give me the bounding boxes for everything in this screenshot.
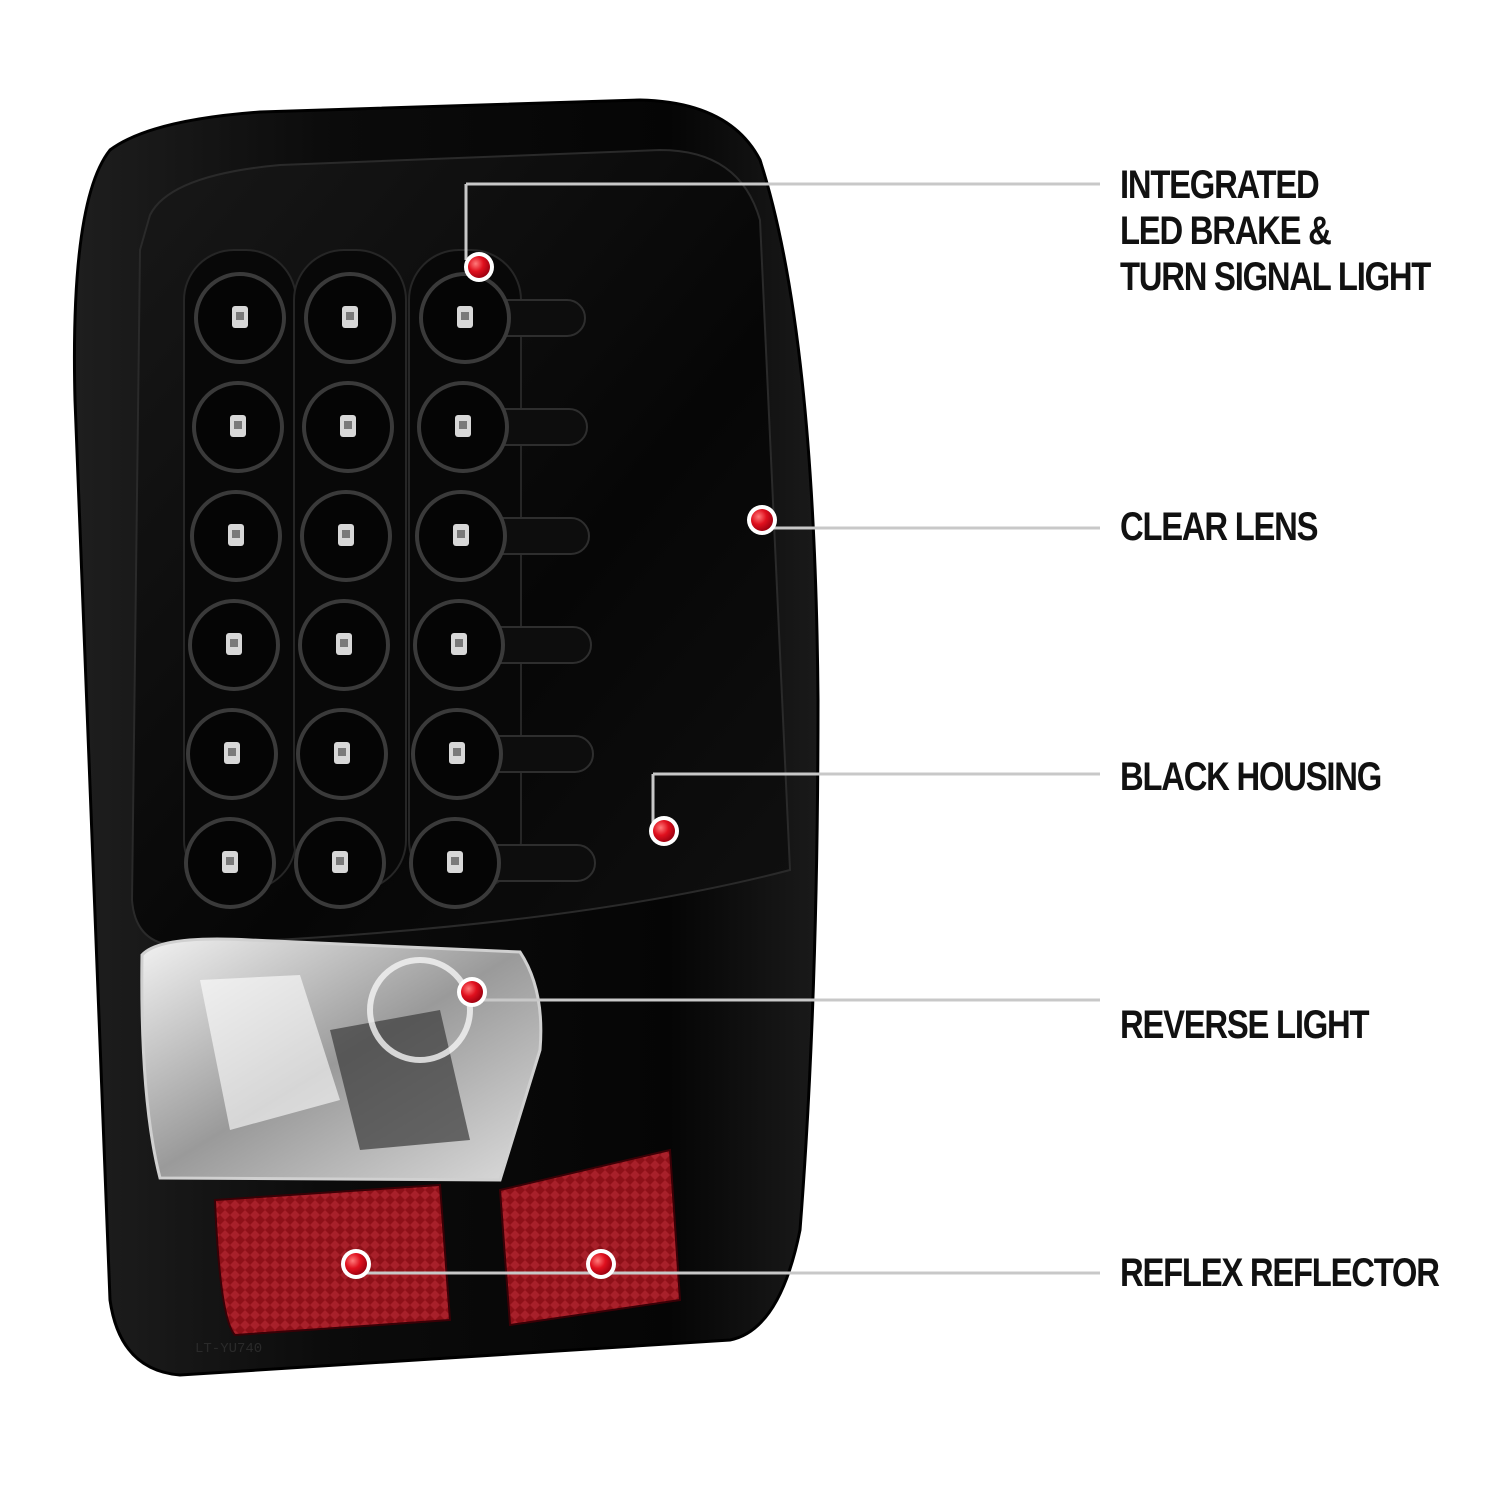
part-number-imprint: LT-YU740: [195, 1341, 262, 1357]
led-chip-core: [346, 312, 354, 320]
led-chip-core: [234, 421, 242, 429]
led-chip-core: [228, 748, 236, 756]
callout-led-brake-turn: INTEGRATED LED BRAKE & TURN SIGNAL LIGHT: [1120, 163, 1431, 299]
led-chip-core: [236, 312, 244, 320]
led-chip-core: [226, 857, 234, 865]
callout-reverse-light: REVERSE LIGHT: [1120, 1003, 1369, 1047]
reflex-reflector-left: [213, 1183, 452, 1337]
marker-reflex-reflector-right: [590, 1253, 612, 1275]
marker-reflex-reflector-left: [345, 1253, 367, 1275]
callout-clear-lens: CLEAR LENS: [1120, 505, 1319, 549]
led-chip-core: [457, 530, 465, 538]
callout-black-housing: BLACK HOUSING: [1120, 755, 1382, 799]
led-chip-core: [344, 421, 352, 429]
marker-clear-lens: [751, 509, 773, 531]
marker-led-brake: [468, 256, 490, 278]
led-chip-core: [338, 748, 346, 756]
led-chip-core: [340, 639, 348, 647]
led-chip-core: [342, 530, 350, 538]
led-chip-core: [461, 312, 469, 320]
reflex-reflector-right: [498, 1148, 682, 1327]
led-chip-core: [336, 857, 344, 865]
led-array: [184, 272, 596, 909]
led-chip-core: [453, 748, 461, 756]
led-chip-core: [230, 639, 238, 647]
callout-reflex-reflector: REFLEX REFLECTOR: [1120, 1251, 1440, 1295]
led-chip-core: [455, 639, 463, 647]
marker-reverse-light: [461, 981, 483, 1003]
led-chip-core: [451, 857, 459, 865]
led-chip-core: [459, 421, 467, 429]
callout-leaders: [341, 182, 1100, 1279]
marker-black-housing: [653, 820, 675, 842]
led-chip-core: [232, 530, 240, 538]
